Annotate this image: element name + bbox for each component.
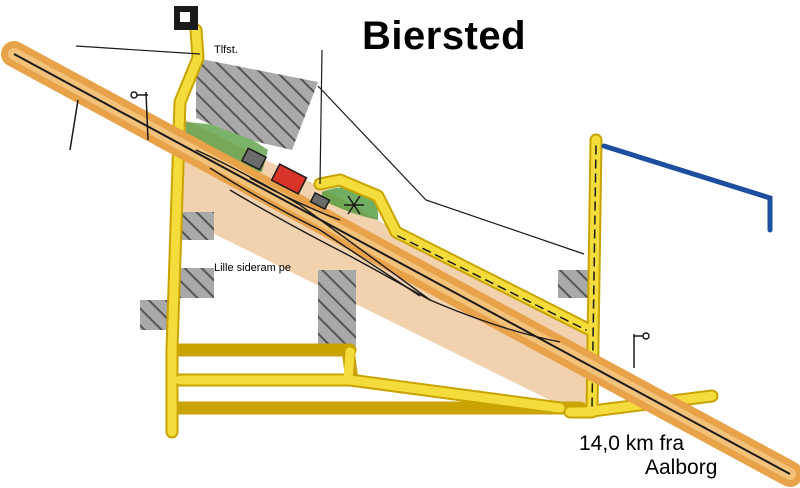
signal-icon — [69, 91, 149, 151]
north-marker-icon — [174, 6, 198, 30]
station-building — [270, 163, 308, 195]
shed-small-1 — [240, 147, 268, 171]
siding-label: Lille sideram pe — [214, 262, 292, 274]
shed-small-2 — [309, 191, 331, 211]
signal-icon — [633, 332, 650, 368]
boundary-line — [601, 143, 773, 233]
leader-lines — [75, 45, 585, 255]
building-west-1 — [180, 212, 214, 240]
building-west-2 — [180, 268, 214, 298]
building-east — [558, 270, 588, 298]
station-tracks — [195, 149, 561, 343]
tree-icon — [344, 195, 364, 215]
building-south — [318, 270, 356, 348]
telegraph-label: Tlfst. — [214, 44, 238, 56]
railway — [1, 41, 800, 487]
city-label: Aalborg — [645, 456, 718, 479]
distance-label: 14,0 km fra — [579, 432, 685, 455]
map-title: Biersted — [362, 14, 527, 58]
building-block-north — [196, 58, 318, 150]
